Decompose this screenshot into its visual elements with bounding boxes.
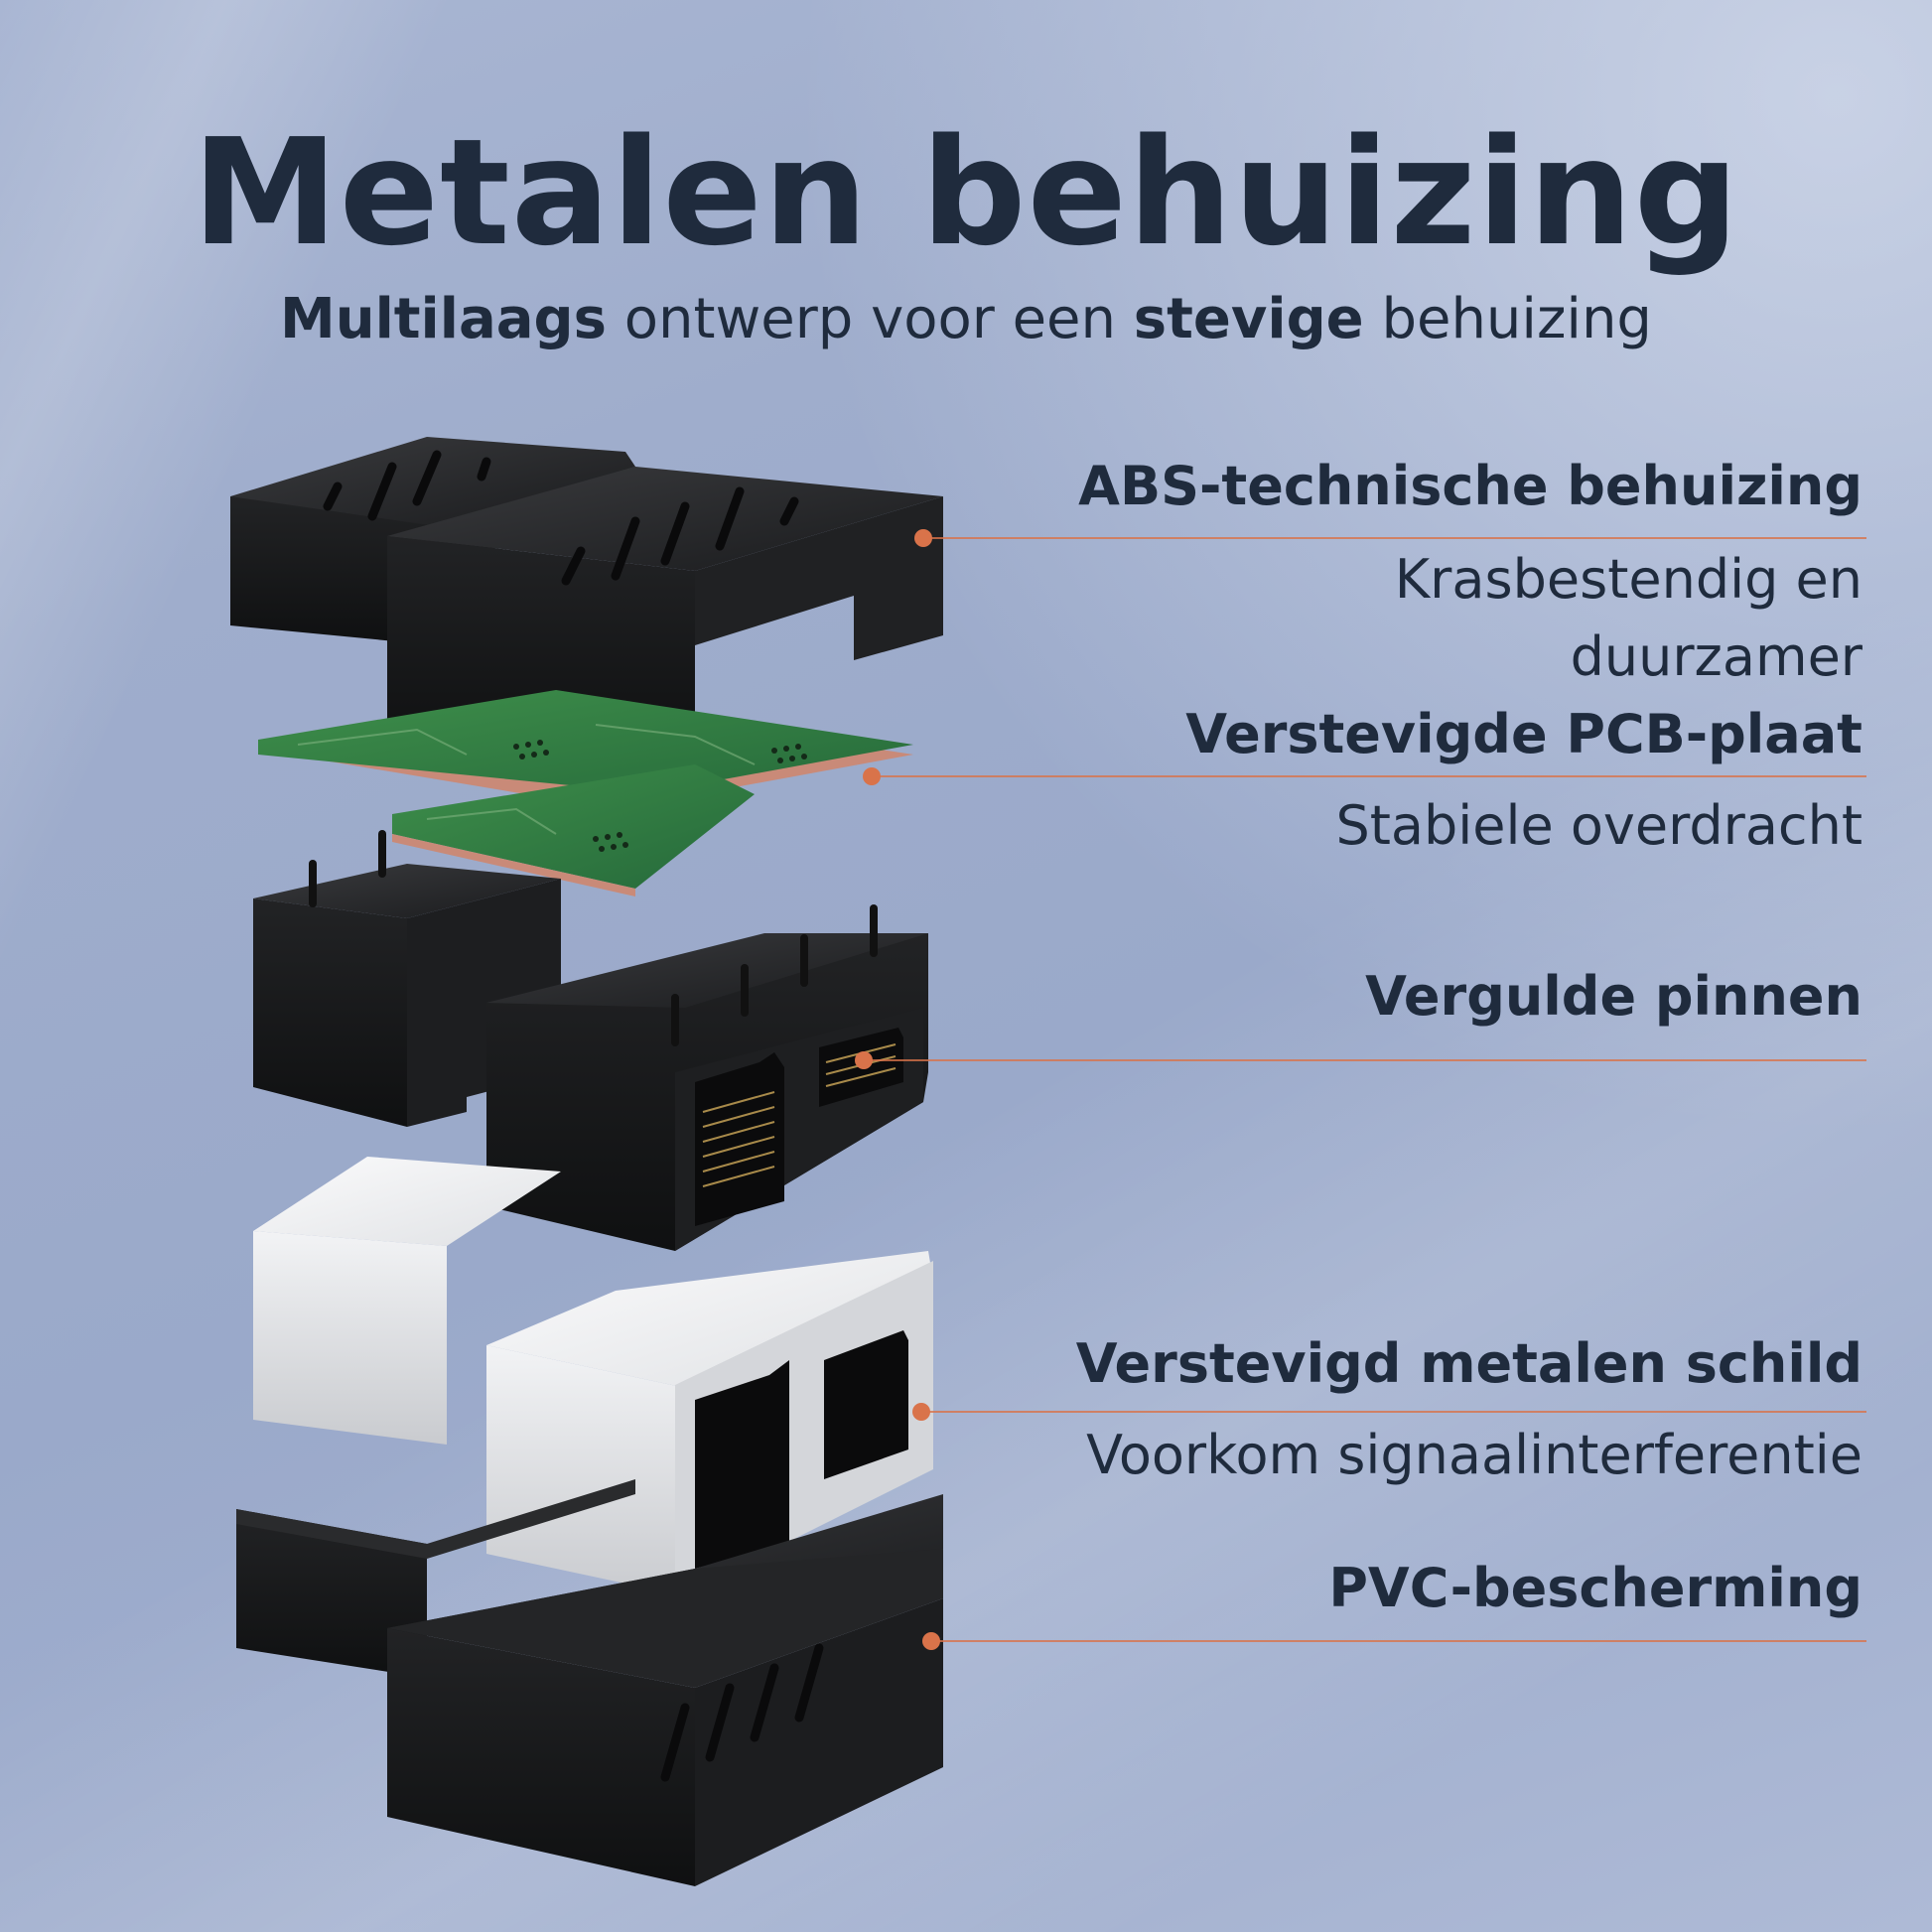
callout-heading-pins: Vergulde pinnen	[1365, 965, 1863, 1028]
callout-desc-abs-line-2: duurzamer	[1570, 625, 1863, 688]
pcb-board	[258, 690, 913, 897]
subtitle-part-2: ontwerp voor een	[606, 287, 1134, 351]
callout-heading-pvc: PVC-bescherming	[1328, 1557, 1863, 1619]
metal-shield	[253, 1157, 933, 1598]
page-title: Metalen behuizing	[192, 107, 1740, 278]
callout-desc-shield: Voorkom signaalinterferentie	[1086, 1424, 1863, 1486]
pvc-bottom-housing	[236, 1479, 943, 1886]
callout-desc-abs-line-1: Krasbestendig en	[1394, 548, 1863, 611]
callout-heading-abs: ABS-technische behuizing	[1078, 455, 1863, 517]
callout-heading-shield: Verstevigd metalen schild	[1075, 1332, 1863, 1395]
page-subtitle: Multilaags ontwerp voor een stevige behu…	[0, 286, 1932, 352]
subtitle-part-3: stevige	[1133, 287, 1364, 351]
callout-heading-pcb: Verstevigde PCB-plaat	[1185, 703, 1863, 765]
leader-lines	[855, 529, 1866, 1650]
callout-desc-pcb: Stabiele overdracht	[1335, 794, 1863, 857]
subtitle-part-1: Multilaags	[280, 287, 607, 351]
subtitle-part-4: behuizing	[1363, 287, 1652, 351]
